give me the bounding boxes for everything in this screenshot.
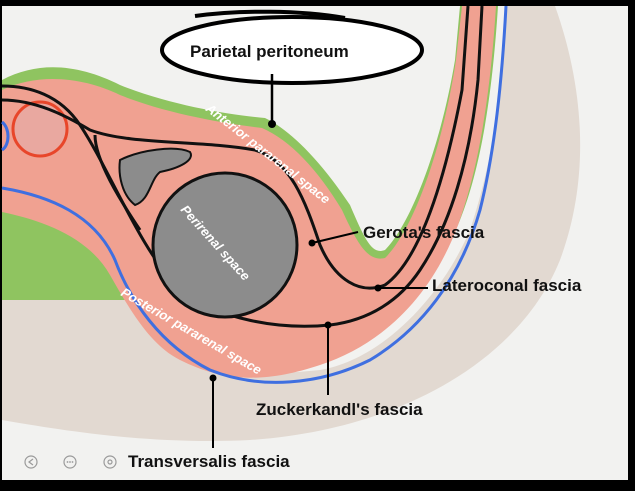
parietal-peritoneum-callout-ellipse xyxy=(160,15,424,85)
gerotas-fascia-label: Gerota's fascia xyxy=(363,223,485,242)
zuckerkandls-fascia-label: Zuckerkandl's fascia xyxy=(256,400,423,419)
adrenal-gland xyxy=(118,147,192,207)
body-wall-muscle xyxy=(2,6,581,441)
gerotas-fascia-pointer-dot xyxy=(308,239,316,247)
parietal-peritoneum-pointer-dot xyxy=(268,120,276,128)
anterior-renal-fascia-line xyxy=(93,134,142,231)
gear-icon[interactable] xyxy=(103,455,117,469)
kidney xyxy=(151,171,299,319)
more-icon[interactable] xyxy=(63,455,77,469)
lateroconal-fascia-pointer-dot xyxy=(374,284,382,292)
transversalis-fascia-pointer-dot xyxy=(209,374,217,382)
gerotas-fascia-pointer xyxy=(311,231,359,244)
parietal-peritoneum-label: Parietal peritoneum xyxy=(190,42,349,61)
transversalis-fascia-line xyxy=(1,5,508,384)
transversalis-fascia-label: Transversalis fascia xyxy=(128,452,290,471)
ellipse-stroke-extra xyxy=(194,9,346,20)
gerotas-fascia-line xyxy=(1,5,470,290)
prev-icon[interactable] xyxy=(24,455,38,469)
zuckerkandls-fascia-pointer-dot xyxy=(324,321,332,329)
lateroconal-fascia-label: Lateroconal fascia xyxy=(432,276,582,295)
vessel-edge-blue xyxy=(0,120,10,152)
vessel xyxy=(11,100,69,158)
